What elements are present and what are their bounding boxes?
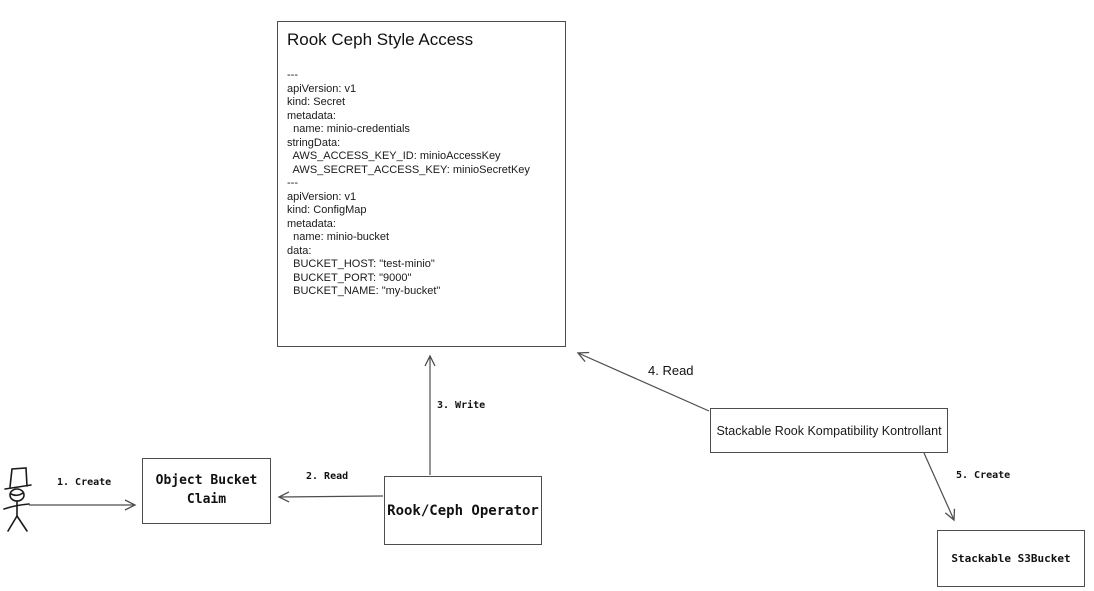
left-leg <box>7 515 18 532</box>
node-object-bucket-claim: Object Bucket Claim <box>142 458 271 524</box>
arms <box>3 503 30 510</box>
head <box>9 488 25 502</box>
spec-box-yaml-code: --- apiVersion: v1 kind: Secret metadata… <box>287 69 530 297</box>
arrow-2-read <box>277 491 384 503</box>
arrow-label-4-read: 4. Read <box>648 363 694 378</box>
object-bucket-claim-label: Object Bucket Claim <box>155 473 258 507</box>
node-stackable-rook-kompatibility-kontrollant: Stackable Rook Kompatibility Kontrollant <box>710 408 948 453</box>
arrow-label-5-create: 5. Create <box>956 470 1011 481</box>
arrow-4-read <box>576 351 710 412</box>
spec-box-title: Rook Ceph Style Access <box>287 30 474 49</box>
arrow-5-create <box>923 452 956 522</box>
node-rook-ceph-style-access: Rook Ceph Style Access --- apiVersion: v… <box>277 21 566 347</box>
face-line <box>10 492 24 497</box>
stackable-kontrollant-label: Stackable Rook Kompatibility Kontrollant <box>716 423 942 438</box>
person-top-hat-icon <box>3 467 32 532</box>
arrow-label-3-write: 3. Write <box>437 400 486 411</box>
node-rook-ceph-operator: Rook/Ceph Operator <box>384 476 542 545</box>
arrow-label-2-read: 2. Read <box>306 471 349 482</box>
arrow-label-1-create: 1. Create <box>57 477 112 488</box>
node-stackable-s3bucket: Stackable S3Bucket <box>937 530 1085 587</box>
top-hat-crown <box>9 467 28 488</box>
right-leg <box>16 515 28 532</box>
top-hat-brim <box>4 484 32 490</box>
stackable-s3bucket-label: Stackable S3Bucket <box>951 552 1071 565</box>
rook-ceph-operator-label: Rook/Ceph Operator <box>387 502 539 519</box>
